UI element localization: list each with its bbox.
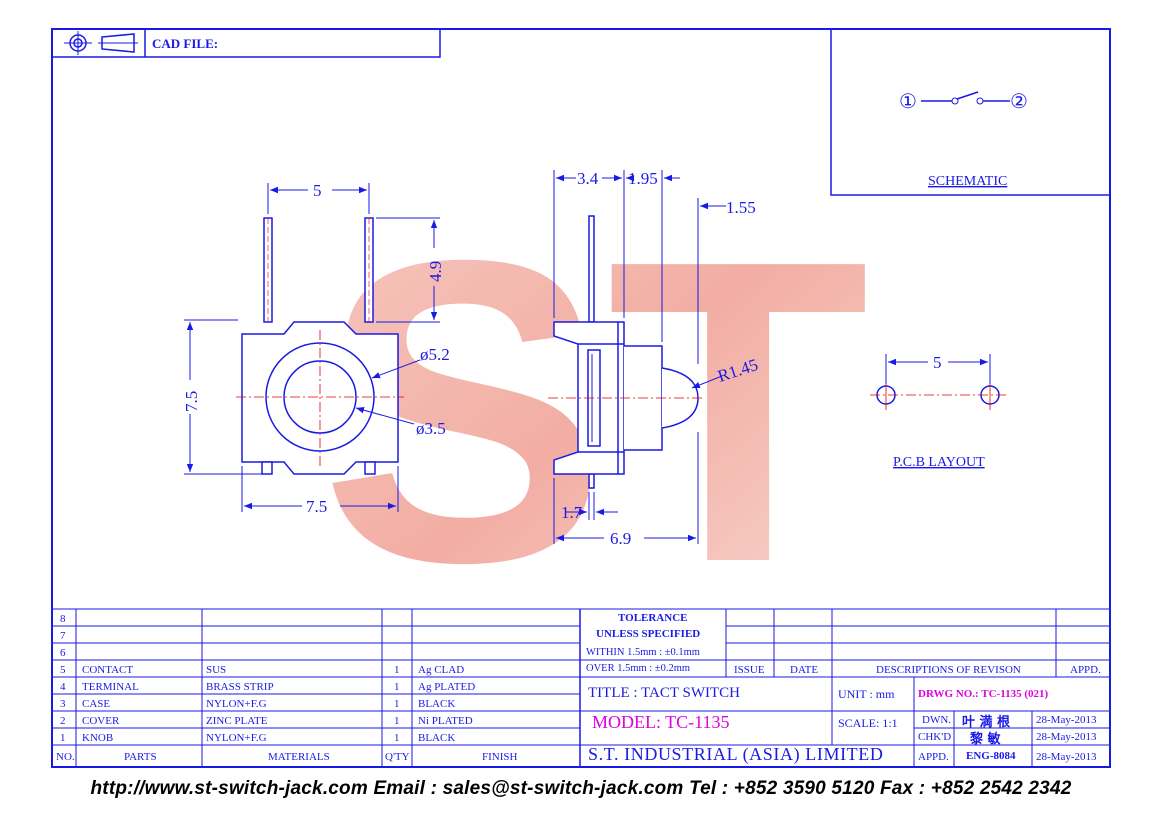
part-qty: 1 bbox=[394, 698, 400, 710]
part-name: TERMINAL bbox=[82, 681, 139, 693]
dim-outer-dia: ø5.2 bbox=[420, 345, 450, 364]
row-no: 3 bbox=[60, 698, 66, 710]
drawing-title: TITLE : TACT SWITCH bbox=[588, 685, 740, 701]
contact-footer: http://www.st-switch-jack.com Email : sa… bbox=[90, 778, 1072, 799]
dwn-label: DWN. bbox=[922, 714, 952, 726]
pcb-layout bbox=[870, 354, 1006, 410]
parts-table-grid bbox=[52, 608, 1110, 767]
tolerance-title: TOLERANCE bbox=[618, 612, 688, 624]
revision-issue: ISSUE bbox=[734, 664, 765, 676]
tolerance-over: OVER 1.5mm : ±0.2mm bbox=[586, 663, 691, 674]
parts-table: 8 7 6 5 CONTACT SUS 1 Ag CLAD 4 TERMINAL… bbox=[56, 612, 1101, 764]
part-name: CONTACT bbox=[82, 664, 134, 676]
dim-front-top: 5 bbox=[313, 181, 322, 200]
company-name: S.T. INDUSTRIAL (ASIA) LIMITED bbox=[588, 744, 884, 764]
sheet-border bbox=[51, 28, 1111, 768]
header-finish: FINISH bbox=[482, 751, 518, 763]
model-label: MODEL: TC-1135 bbox=[592, 712, 730, 732]
part-finish: BLACK bbox=[418, 732, 456, 744]
dim-front-width: 7.5 bbox=[306, 497, 327, 516]
pcb-dim: 5 bbox=[933, 353, 942, 372]
tolerance-subtitle: UNLESS SPECIFIED bbox=[596, 628, 701, 640]
part-material: NYLON+F.G bbox=[206, 732, 267, 744]
row-no: 5 bbox=[60, 664, 66, 676]
scale-label: SCALE: 1:1 bbox=[838, 716, 898, 730]
part-finish: BLACK bbox=[418, 698, 456, 710]
tolerance-within: WITHIN 1.5mm : ±0.1mm bbox=[586, 647, 700, 658]
part-finish: Ni PLATED bbox=[418, 715, 473, 727]
revision-date: DATE bbox=[790, 664, 819, 676]
part-material: SUS bbox=[206, 664, 227, 676]
schematic-pin2: ② bbox=[1010, 91, 1028, 113]
dim-side-len: 6.9 bbox=[610, 529, 631, 548]
unit-label: UNIT : mm bbox=[838, 687, 895, 701]
schematic-box: ① ② SCHEMATIC bbox=[830, 28, 1111, 196]
schematic-label: SCHEMATIC bbox=[928, 174, 1007, 189]
part-name: KNOB bbox=[82, 732, 114, 744]
dim-side-pin: 1.7 bbox=[561, 503, 583, 522]
part-name: CASE bbox=[82, 698, 111, 710]
row-no-7: 7 bbox=[60, 630, 66, 642]
row-no: 1 bbox=[60, 732, 66, 744]
dim-side-b: 1.95 bbox=[628, 169, 658, 188]
part-finish: Ag PLATED bbox=[418, 681, 476, 693]
part-material: BRASS STRIP bbox=[206, 681, 274, 693]
row-no: 4 bbox=[60, 681, 66, 693]
part-material: NYLON+F.G bbox=[206, 698, 267, 710]
part-finish: Ag CLAD bbox=[418, 664, 465, 676]
cad-header: CAD FILE: bbox=[51, 28, 441, 58]
side-view bbox=[548, 170, 726, 544]
drawing-number: DRWG NO.: TC-1135 (021) bbox=[918, 688, 1049, 700]
header-materials: MATERIALS bbox=[268, 751, 330, 763]
front-dims-text: 5 4.9 7.5 7.5 ø5.2 ø3.5 bbox=[182, 181, 450, 516]
row-no: 2 bbox=[60, 715, 66, 727]
chk-label: CHK'D bbox=[918, 731, 952, 743]
dim-front-pin: 4.9 bbox=[426, 261, 445, 282]
header-parts: PARTS bbox=[124, 751, 157, 763]
header-qty: Q'TY bbox=[385, 751, 410, 763]
part-material: ZINC PLATE bbox=[206, 715, 268, 727]
part-qty: 1 bbox=[394, 715, 400, 727]
dwn-name: 叶 満 根 bbox=[962, 715, 1011, 730]
chk-name: 黎 敏 bbox=[970, 732, 1001, 747]
projection-symbol-icon bbox=[64, 31, 138, 55]
dim-front-height: 7.5 bbox=[182, 391, 201, 412]
row-no-8: 8 bbox=[60, 613, 66, 625]
revision-desc: DESCRIPTIONS OF REVISON bbox=[876, 664, 1021, 676]
dim-side-c: 1.55 bbox=[726, 198, 756, 217]
header-no: NO. bbox=[56, 751, 75, 763]
part-name: COVER bbox=[82, 715, 120, 727]
dwn-date: 28-May-2013 bbox=[1036, 714, 1097, 726]
schematic-pin1: ① bbox=[899, 91, 917, 113]
dim-inner-dia: ø3.5 bbox=[416, 419, 446, 438]
chk-date: 28-May-2013 bbox=[1036, 731, 1097, 743]
dim-side-a: 3.4 bbox=[577, 169, 599, 188]
front-view bbox=[184, 183, 440, 512]
appd-name: ENG-8084 bbox=[966, 750, 1016, 762]
appd-label: APPD. bbox=[918, 751, 949, 763]
drawing-sheet: ST CAD FILE: ① ② SCHEMATIC bbox=[51, 28, 1111, 768]
appd-date: 28-May-2013 bbox=[1036, 751, 1097, 763]
row-no-6: 6 bbox=[60, 647, 66, 659]
part-qty: 1 bbox=[394, 681, 400, 693]
part-qty: 1 bbox=[394, 664, 400, 676]
cad-file-label: CAD FILE: bbox=[152, 36, 218, 51]
pcb-label: P.C.B LAYOUT bbox=[893, 455, 985, 470]
part-qty: 1 bbox=[394, 732, 400, 744]
revision-appd: APPD. bbox=[1070, 664, 1101, 676]
